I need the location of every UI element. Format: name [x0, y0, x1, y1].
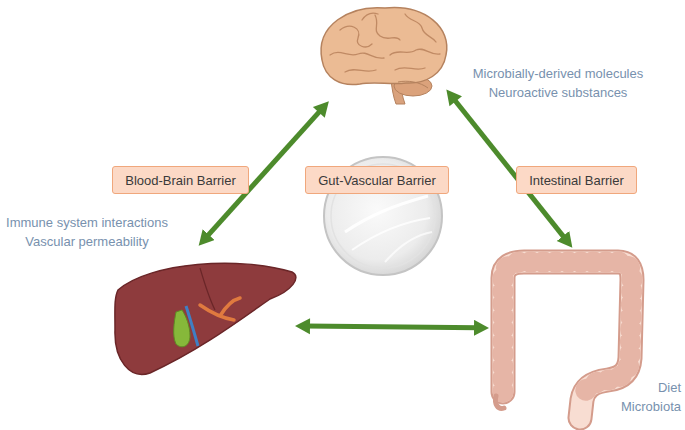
annotation-text: Microbiota: [578, 397, 681, 416]
brain-node: Microbially-derived moleculesNeuroactive…: [315, 5, 447, 102]
liver-illustration: [115, 263, 296, 374]
annotation-text: Vascular permeability: [3, 232, 171, 251]
organ-annotation: Immune system interactionsVascular perme…: [3, 213, 171, 251]
barrier-label: Gut-Vascular Barrier: [318, 173, 436, 188]
barrier-label: Blood-Brain Barrier: [125, 173, 236, 188]
organ-annotation: DietMicrobiota: [578, 378, 681, 416]
barrier-box: Intestinal Barrier: [516, 166, 637, 194]
annotation-text: Neuroactive substances: [462, 83, 654, 102]
barrier-label: Intestinal Barrier: [529, 173, 624, 188]
annotation-text: Immune system interactions: [3, 213, 171, 232]
double-arrow: [306, 326, 478, 328]
brain-illustration: [321, 8, 447, 104]
annotation-text: Microbially-derived molecules: [462, 64, 654, 83]
barrier-box: Gut-Vascular Barrier: [305, 166, 449, 194]
colon-node: DietMicrobiota: [488, 247, 646, 423]
barrier-box: Blood-Brain Barrier: [112, 166, 249, 194]
annotation-text: Diet: [578, 378, 681, 397]
liver-node: Immune system interactionsVascular perme…: [110, 245, 296, 380]
colon-illustration: [495, 262, 632, 418]
organ-annotation: Microbially-derived moleculesNeuroactive…: [462, 64, 654, 102]
